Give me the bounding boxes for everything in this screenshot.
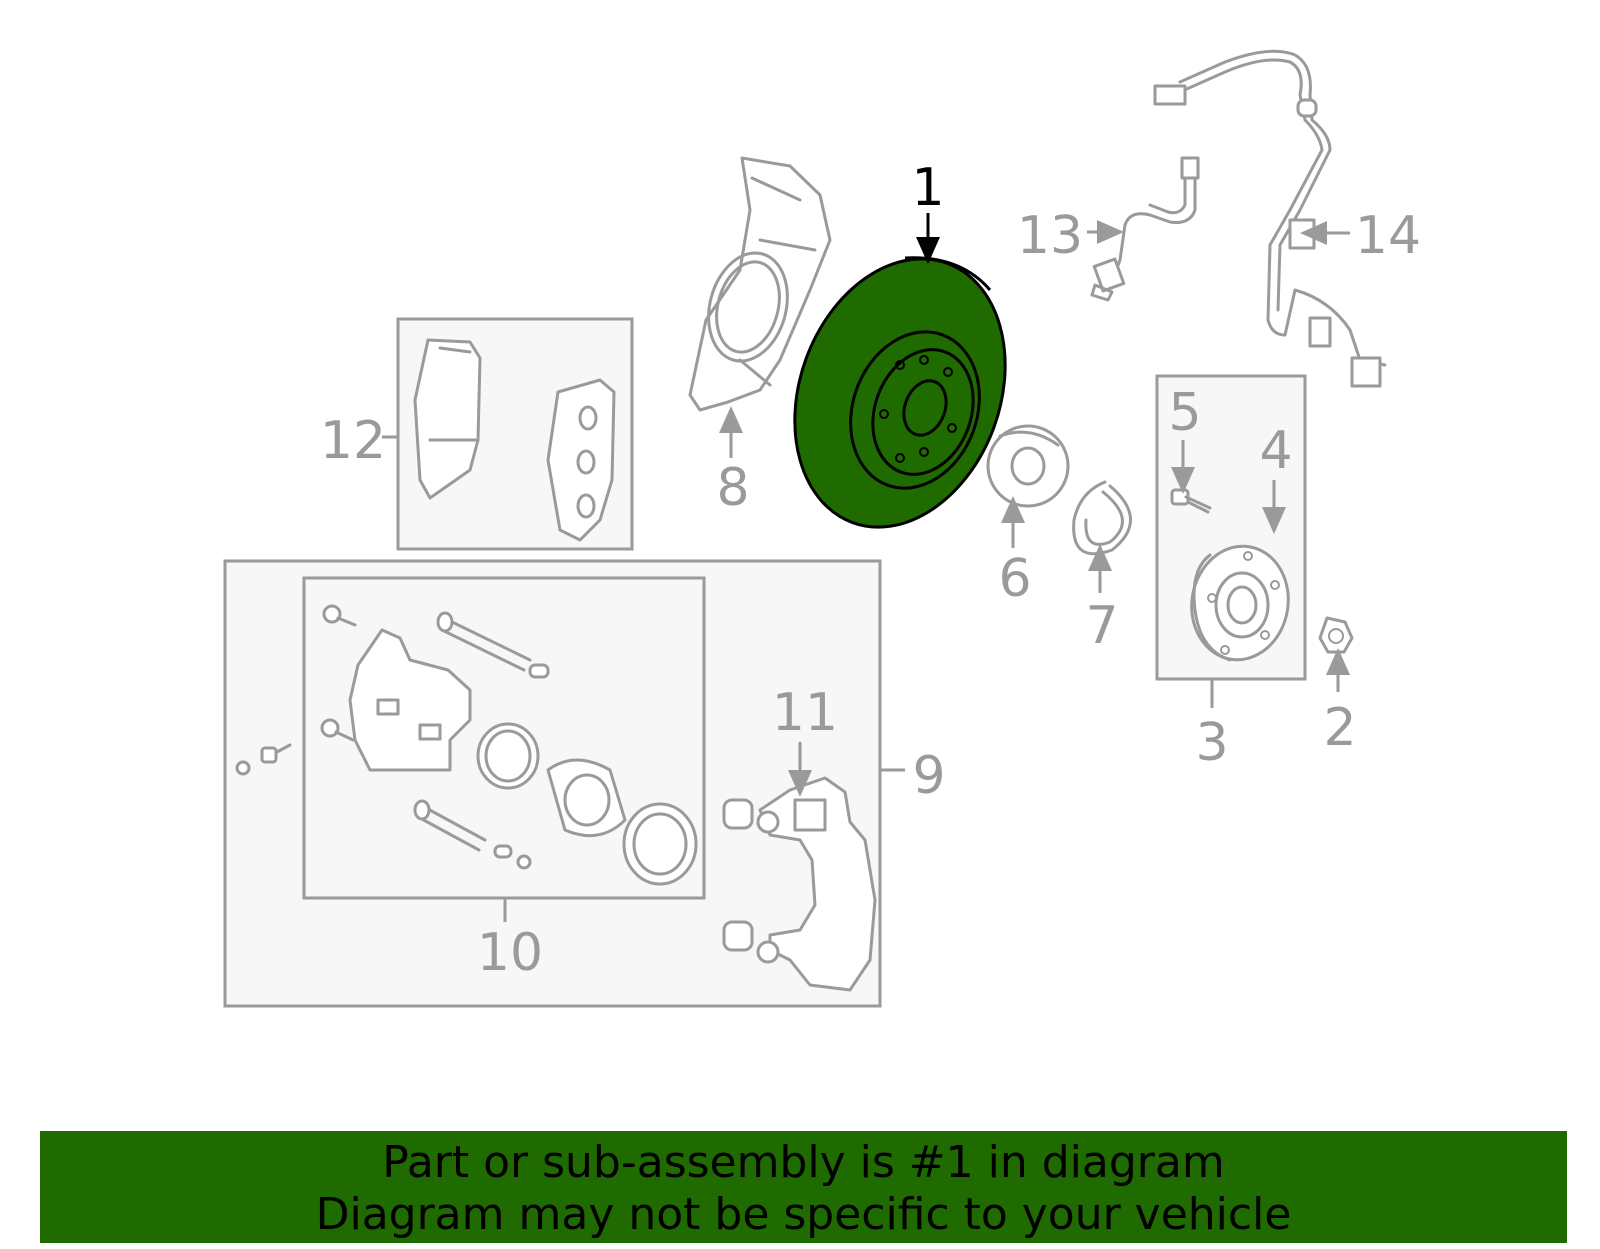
callout-8: 8 [716,458,749,518]
caliper-part[interactable] [320,604,698,886]
callout-14: 14 [1355,206,1421,266]
banner-line-1: Part or sub-assembly is #1 in diagram [382,1137,1225,1188]
callout-3: 3 [1195,713,1228,773]
brake-rotor-part[interactable] [759,229,1041,557]
callout-1: 1 [911,158,944,218]
info-banner: Part or sub-assembly is #1 in diagram Di… [40,1131,1567,1243]
callout-4: 4 [1259,421,1292,481]
brake-pads-part[interactable] [413,338,616,542]
callout-9: 9 [912,746,945,806]
dust-shield-part[interactable] [688,156,832,412]
callout-12: 12 [320,411,386,471]
caliper-bracket-part[interactable] [722,776,877,992]
hub-nut-part[interactable] [1318,616,1354,654]
brake-hose-part[interactable] [1090,156,1200,302]
callout-7: 7 [1085,596,1118,656]
bleeder-screw-part[interactable] [235,743,292,776]
callout-13: 13 [1017,206,1083,266]
callout-10: 10 [477,923,543,983]
callout-5: 5 [1168,383,1201,443]
wheel-hub-part[interactable] [1183,539,1297,668]
callout-6: 6 [998,549,1031,609]
banner-line-2: Diagram may not be specific to your vehi… [315,1189,1292,1240]
callout-11: 11 [772,683,838,743]
snap-ring-part[interactable] [1072,480,1132,556]
callout-2: 2 [1323,698,1356,758]
wheel-bearing-part[interactable] [986,424,1070,508]
